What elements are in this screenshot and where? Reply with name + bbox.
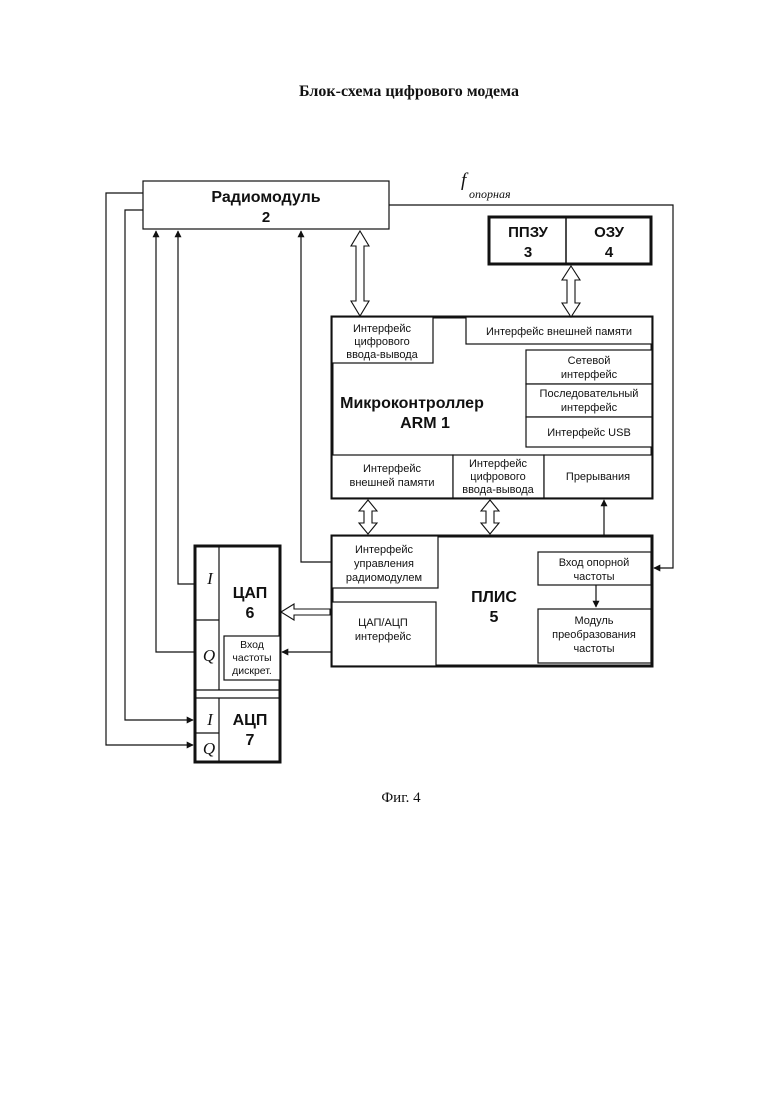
mcu-ext-mem-bottom-line2: внешней памяти	[349, 477, 434, 489]
figure-caption: Фиг. 4	[381, 790, 421, 806]
mcu-ext-mem-bottom-line1: Интерфейс	[363, 463, 421, 475]
sample-clock-line2: частоты	[232, 652, 271, 664]
rom-title: ППЗУ	[508, 224, 548, 241]
fpga-block: Интерфейс управления радиомодулем ЦАП/АЦ…	[332, 536, 652, 666]
ram-title: ОЗУ	[594, 224, 624, 241]
dac-q-to-radio-line	[156, 231, 195, 652]
microcontroller-block: Интерфейс цифрового ввода-вывода Интерфе…	[332, 317, 652, 498]
fpga-title: ПЛИС	[471, 589, 517, 606]
memory-block: ППЗУ 3 ОЗУ 4	[489, 217, 651, 264]
radio-to-adc-q-line	[106, 193, 193, 745]
network-interface-line2: интерфейс	[561, 369, 618, 381]
dac-i-to-radio-line	[178, 231, 195, 584]
freq-conv-line1: Модуль	[575, 615, 614, 627]
mcu-number: ARM 1	[400, 415, 450, 432]
sample-clock-line1: Вход	[240, 639, 264, 651]
interrupts-label: Прерывания	[566, 471, 630, 483]
adc-title: АЦП	[233, 712, 268, 729]
reference-frequency-subscript: опорная	[469, 187, 511, 201]
rom-number: 3	[524, 244, 532, 261]
adc-i-channel: I	[206, 710, 214, 729]
usb-interface-label: Интерфейс USB	[547, 427, 631, 439]
adc-q-channel: Q	[203, 739, 215, 758]
freq-conv-line2: преобразования	[552, 629, 636, 641]
ref-freq-input-line1: Вход опорной	[559, 557, 630, 569]
mcu-ext-mem-interface-top: Интерфейс внешней памяти	[486, 326, 632, 338]
network-interface-line1: Сетевой	[568, 355, 611, 367]
ref-freq-input-line2: частоты	[573, 571, 614, 583]
mcu-dio-bottom-line2: цифрового	[470, 471, 525, 483]
reference-frequency-symbol: f	[461, 170, 469, 191]
radio-mcu-bus-arrow	[351, 231, 369, 316]
radio-to-adc-i-line	[125, 210, 193, 720]
radio-control-interface-line1: Интерфейс	[355, 544, 413, 556]
mcu-dio-line1: Интерфейс	[353, 323, 411, 335]
memory-mcu-bus-arrow	[562, 266, 580, 317]
dac-adc-block: I Q ЦАП 6 Вход частоты дискрет. I Q АЦП …	[195, 546, 280, 762]
mcu-dio-line2: цифрового	[354, 336, 409, 348]
dac-adc-interface-line1: ЦАП/АЦП	[358, 617, 408, 629]
mcu-title: Микроконтроллер	[340, 395, 484, 412]
radio-module-number: 2	[262, 209, 270, 226]
dac-number: 6	[246, 605, 255, 622]
radio-control-interface-line3: радиомодулем	[346, 572, 422, 584]
mcu-fpga-memory-bus-arrow	[359, 500, 377, 534]
dac-title: ЦАП	[233, 585, 268, 602]
serial-interface-line2: интерфейс	[561, 402, 618, 414]
mcu-dio-bottom-line1: Интерфейс	[469, 458, 527, 470]
serial-interface-line1: Последовательный	[540, 388, 639, 400]
dac-adc-interface-line2: интерфейс	[355, 631, 412, 643]
radio-module-title: Радиомодуль	[211, 189, 320, 206]
sample-clock-line3: дискрет.	[232, 665, 272, 677]
freq-conv-line3: частоты	[573, 643, 614, 655]
mcu-dio-bottom-line3: ввода-вывода	[462, 484, 534, 496]
fpga-dac-data-arrow	[281, 604, 330, 620]
ram-number: 4	[605, 244, 614, 261]
radio-module-block: Радиомодуль 2	[143, 181, 389, 229]
dac-q-channel: Q	[203, 646, 215, 665]
mcu-dio-line3: ввода-вывода	[346, 349, 418, 361]
page-title: Блок-схема цифрового модема	[299, 83, 519, 100]
radio-control-interface-line2: управления	[354, 558, 414, 570]
mcu-fpga-io-bus-arrow	[481, 500, 499, 534]
radio-control-line	[301, 231, 332, 562]
dac-i-channel: I	[206, 569, 214, 588]
adc-number: 7	[246, 732, 255, 749]
fpga-number: 5	[490, 609, 499, 626]
